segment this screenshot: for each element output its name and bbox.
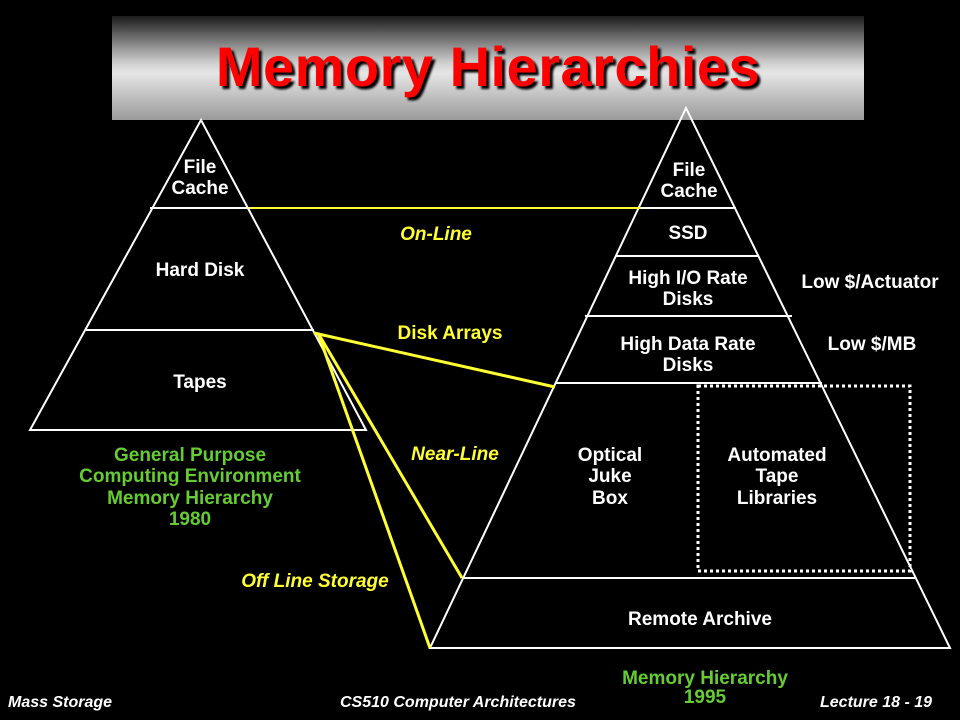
right-level-high-data-disks: High Data Rate Disks — [620, 334, 756, 377]
footer-right: Lecture 18 - 19 — [820, 694, 933, 711]
disk-arrays-connector — [313, 331, 556, 389]
right-pyramid-outline — [428, 105, 952, 649]
page-title: Memory Hierarchies — [215, 35, 761, 98]
low-cost-mb-label: Low $/MB — [827, 334, 917, 355]
right-level-high-io-disks: High I/O Rate Disks — [628, 268, 748, 311]
footer-left: Mass Storage — [8, 694, 113, 711]
footer-center: CS510 Computer Architectures — [340, 694, 576, 711]
nearline-connector — [316, 332, 464, 579]
low-cost-actuator-label: Low $/Actuator — [801, 272, 939, 293]
online-label: On-Line — [400, 224, 472, 245]
disk-arrays-label: Disk Arrays — [397, 323, 503, 344]
left-level-file-cache: File Cache — [171, 157, 229, 200]
right-level-ssd: SSD — [668, 223, 708, 244]
offline-label: Off Line Storage — [241, 571, 389, 592]
right-caption: Memory Hierarchy 1995 — [622, 668, 788, 708]
left-level-tapes: Tapes — [173, 372, 227, 393]
title-bar — [112, 16, 864, 120]
right-level-optical-juke-box: Optical Juke Box — [577, 445, 643, 509]
right-level-remote-archive: Remote Archive — [628, 609, 772, 630]
left-pyramid-outline — [28, 117, 368, 431]
left-caption: General Purpose Computing Environment Me… — [79, 445, 301, 530]
right-level-file-cache: File Cache — [660, 160, 718, 203]
nearline-label: Near-Line — [411, 444, 499, 465]
right-level-automated-tape: Automated Tape Libraries — [727, 445, 827, 509]
offline-connector — [316, 332, 432, 649]
left-level-hard-disk: Hard Disk — [155, 260, 245, 281]
